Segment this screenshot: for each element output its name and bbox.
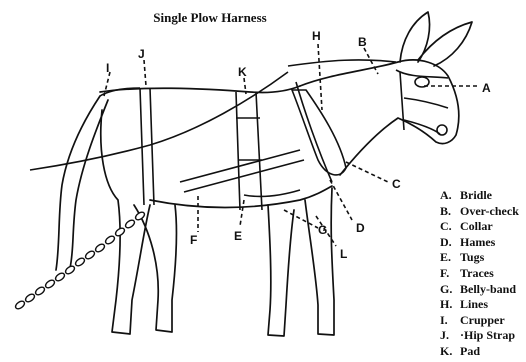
hames-shape [296, 82, 332, 182]
collar-shape [292, 90, 346, 175]
legend-item: D.Hames [440, 235, 519, 251]
legend-label: Crupper [460, 313, 505, 327]
legend-label: Lines [460, 297, 488, 311]
callout-c: C [392, 177, 401, 191]
legend-item: J.·Hip Strap [440, 328, 519, 344]
legend-key: E. [440, 250, 460, 266]
legend-item: I.Crupper [440, 313, 519, 329]
bellyband-strap [244, 190, 300, 196]
callout-l: L [340, 247, 347, 261]
legend-item: E.Tugs [440, 250, 519, 266]
legend-item: H.Lines [440, 297, 519, 313]
legend-label: Over-check [460, 204, 519, 218]
bridle-straps [396, 70, 448, 134]
callout-e: E [234, 229, 242, 243]
callout-a: A [482, 81, 491, 95]
trace-chain [14, 211, 146, 311]
lines-strap [30, 72, 288, 170]
legend-key: J. [440, 328, 460, 344]
legend-item: G.Belly-band [440, 282, 519, 298]
callout-f: F [190, 233, 197, 247]
callout-leaders [104, 44, 478, 246]
callout-d: D [356, 221, 365, 235]
legend-label: ·Hip Strap [460, 328, 515, 342]
legend-item: C.Collar [440, 219, 519, 235]
callout-h: H [312, 29, 321, 43]
callout-j: J [138, 47, 145, 61]
mule-hind-legs [101, 110, 177, 334]
callout-k: K [238, 65, 247, 79]
legend-label: Traces [460, 266, 494, 280]
legend-key: I. [440, 313, 460, 329]
legend-key: G. [440, 282, 460, 298]
mule-front-legs [268, 188, 334, 336]
callout-i: I [106, 61, 109, 75]
traces-strap [180, 150, 304, 192]
legend-label: Tugs [460, 250, 484, 264]
legend-list: A.Bridle B.Over-check C.Collar D.Hames E… [440, 188, 519, 360]
legend-key: F. [440, 266, 460, 282]
legend-key: A. [440, 188, 460, 204]
legend-label: Bridle [460, 188, 492, 202]
legend-label: Pad [460, 344, 480, 358]
legend-item: K.Pad [440, 344, 519, 360]
legend-item: F.Traces [440, 266, 519, 282]
pad-strap [236, 92, 262, 210]
legend-key: H. [440, 297, 460, 313]
callout-g: G [318, 223, 327, 237]
legend-label: Collar [460, 219, 493, 233]
legend-key: B. [440, 204, 460, 220]
legend-item: A.Bridle [440, 188, 519, 204]
legend-item: B.Over-check [440, 204, 519, 220]
mule-back [100, 86, 300, 93]
mule-ears [400, 12, 472, 66]
legend-key: D. [440, 235, 460, 251]
legend-key: C. [440, 219, 460, 235]
callout-b: B [358, 35, 367, 49]
overcheck-strap [288, 60, 396, 66]
legend-label: Belly-band [460, 282, 516, 296]
legend-key: K. [440, 344, 460, 360]
legend-label: Hames [460, 235, 495, 249]
